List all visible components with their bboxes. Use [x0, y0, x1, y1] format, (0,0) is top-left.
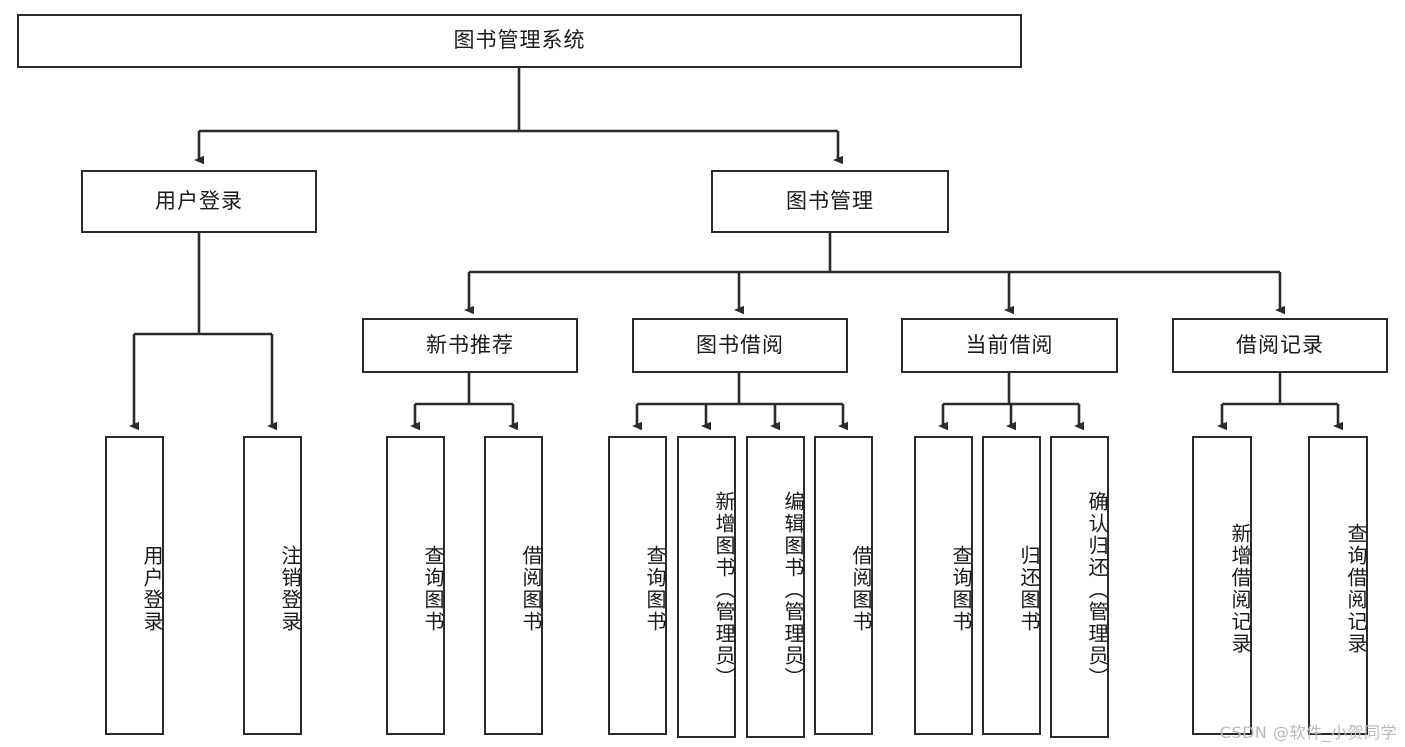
- node-leaf-current-query-book-label: 查询图书: [949, 544, 973, 633]
- csdn-watermark: CSDN @软件_小贺同学: [1219, 723, 1397, 742]
- node-leaf-add-borrow-record[interactable]: 新增借阅记录: [1192, 436, 1252, 735]
- node-leaf-user-login-label: 用户登录: [140, 544, 164, 633]
- node-user-login[interactable]: 用户登录: [81, 170, 317, 233]
- node-book-borrow[interactable]: 图书借阅: [632, 318, 848, 373]
- node-leaf-edit-book-admin[interactable]: 编辑图书（管理员）: [746, 436, 805, 738]
- node-leaf-add-book-admin[interactable]: 新增图书（管理员）: [677, 436, 736, 738]
- node-current-borrow[interactable]: 当前借阅: [901, 318, 1118, 373]
- node-book-manage-label: 图书管理: [786, 188, 874, 213]
- node-leaf-add-borrow-record-label: 新增借阅记录: [1228, 522, 1252, 655]
- node-leaf-borrow-query-book-label: 查询图书: [643, 544, 667, 633]
- node-user-login-label: 用户登录: [155, 188, 243, 213]
- node-leaf-query-borrow-record[interactable]: 查询借阅记录: [1308, 436, 1368, 735]
- node-leaf-query-borrow-record-label: 查询借阅记录: [1344, 522, 1368, 655]
- node-leaf-user-login[interactable]: 用户登录: [105, 436, 164, 735]
- node-root-label: 图书管理系统: [453, 28, 586, 53]
- node-leaf-add-book-admin-label: 新增图书（管理员）: [712, 491, 736, 689]
- node-leaf-confirm-return-admin[interactable]: 确认归还（管理员）: [1050, 436, 1109, 738]
- node-leaf-current-query-book[interactable]: 查询图书: [914, 436, 973, 735]
- node-new-book-recommend[interactable]: 新书推荐: [362, 318, 578, 373]
- node-book-borrow-label: 图书借阅: [696, 332, 784, 357]
- node-leaf-recommend-query-book-label: 查询图书: [421, 544, 445, 633]
- node-new-book-recommend-label: 新书推荐: [426, 332, 514, 357]
- node-borrow-record[interactable]: 借阅记录: [1172, 318, 1388, 373]
- node-leaf-borrow-query-book[interactable]: 查询图书: [608, 436, 667, 735]
- node-borrow-record-label: 借阅记录: [1236, 332, 1324, 357]
- node-leaf-recommend-borrow-book-label: 借阅图书: [519, 544, 543, 633]
- node-root[interactable]: 图书管理系统: [17, 14, 1022, 68]
- node-leaf-borrow-book[interactable]: 借阅图书: [814, 436, 873, 735]
- node-leaf-recommend-borrow-book[interactable]: 借阅图书: [484, 436, 543, 735]
- node-leaf-return-book[interactable]: 归还图书: [982, 436, 1041, 735]
- node-leaf-confirm-return-admin-label: 确认归还（管理员）: [1085, 491, 1109, 689]
- node-current-borrow-label: 当前借阅: [965, 332, 1054, 357]
- node-leaf-edit-book-admin-label: 编辑图书（管理员）: [781, 491, 805, 689]
- node-book-manage[interactable]: 图书管理: [711, 170, 949, 233]
- node-leaf-return-book-label: 归还图书: [1017, 544, 1041, 633]
- node-leaf-borrow-book-label: 借阅图书: [849, 544, 873, 633]
- node-leaf-logout[interactable]: 注销登录: [243, 436, 302, 735]
- node-leaf-logout-label: 注销登录: [278, 544, 302, 633]
- node-leaf-recommend-query-book[interactable]: 查询图书: [386, 436, 445, 735]
